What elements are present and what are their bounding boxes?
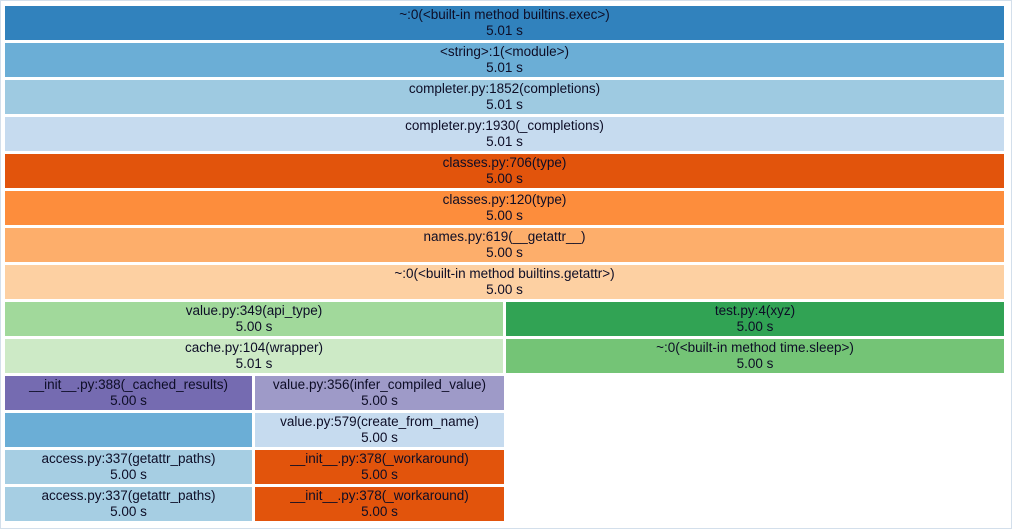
function-label: value.py:356(infer_compiled_value) bbox=[272, 377, 487, 392]
cumulative-time-label: 5.00 s bbox=[361, 504, 398, 519]
flame-block[interactable]: test.py:4(xyz)5.00 s bbox=[506, 302, 1004, 336]
flame-block[interactable]: cache.py:104(wrapper)5.01 s bbox=[5, 339, 503, 373]
flame-block[interactable]: __init__.py:378(_workaround)5.00 s bbox=[255, 450, 504, 484]
cumulative-time-label: 5.00 s bbox=[736, 319, 774, 334]
function-label: value.py:579(create_from_name) bbox=[280, 414, 479, 429]
function-label: access.py:337(getattr_paths) bbox=[41, 488, 216, 503]
flame-block[interactable]: value.py:579(create_from_name)5.00 s bbox=[255, 413, 504, 447]
cumulative-time-label: 5.00 s bbox=[361, 430, 398, 445]
cumulative-time-label: 5.00 s bbox=[486, 171, 523, 186]
flame-block[interactable]: value.py:356(infer_compiled_value)5.00 s bbox=[255, 376, 504, 410]
function-label: __init__.py:388(_cached_results) bbox=[29, 377, 228, 392]
flame-block-unlabeled[interactable] bbox=[5, 413, 252, 447]
cumulative-time-label: 5.00 s bbox=[361, 467, 398, 482]
function-label: classes.py:120(type) bbox=[442, 192, 567, 207]
function-label: <string>:1(<module>) bbox=[439, 44, 570, 59]
cumulative-time-label: 5.00 s bbox=[486, 282, 523, 297]
flame-block[interactable]: <string>:1(<module>)5.01 s bbox=[5, 43, 1004, 77]
cumulative-time-label: 5.00 s bbox=[110, 393, 147, 408]
cumulative-time-label: 5.01 s bbox=[486, 97, 523, 112]
function-label: ~:0(<built-in method builtins.exec>) bbox=[399, 7, 610, 22]
cumulative-time-label: 5.00 s bbox=[736, 356, 774, 371]
function-label: test.py:4(xyz) bbox=[714, 303, 796, 318]
function-label: __init__.py:378(_workaround) bbox=[290, 451, 469, 466]
flame-block[interactable]: ~:0(<built-in method builtins.getattr>)5… bbox=[5, 265, 1004, 299]
flame-block[interactable]: ~:0(<built-in method time.sleep>)5.00 s bbox=[506, 339, 1004, 373]
flame-block[interactable]: value.py:349(api_type)5.00 s bbox=[5, 302, 503, 336]
flame-block[interactable]: classes.py:120(type)5.00 s bbox=[5, 191, 1004, 225]
flame-block[interactable]: completer.py:1852(completions)5.01 s bbox=[5, 80, 1004, 114]
cumulative-time-label: 5.00 s bbox=[361, 393, 398, 408]
function-label: __init__.py:378(_workaround) bbox=[290, 488, 469, 503]
flame-block[interactable]: access.py:337(getattr_paths)5.00 s bbox=[5, 487, 252, 521]
function-label: cache.py:104(wrapper) bbox=[184, 340, 324, 355]
function-label: ~:0(<built-in method builtins.getattr>) bbox=[394, 266, 615, 281]
function-label: ~:0(<built-in method time.sleep>) bbox=[656, 340, 854, 355]
function-label: access.py:337(getattr_paths) bbox=[41, 451, 216, 466]
cumulative-time-label: 5.01 s bbox=[486, 60, 523, 75]
flame-block[interactable]: __init__.py:378(_workaround)5.00 s bbox=[255, 487, 504, 521]
function-label: completer.py:1852(completions) bbox=[408, 81, 601, 96]
cumulative-time-label: 5.01 s bbox=[486, 23, 523, 38]
flame-block[interactable]: __init__.py:388(_cached_results)5.00 s bbox=[5, 376, 252, 410]
function-label: names.py:619(__getattr__) bbox=[423, 229, 586, 244]
cumulative-time-label: 5.00 s bbox=[235, 319, 273, 334]
cumulative-time-label: 5.01 s bbox=[235, 356, 273, 371]
flame-block[interactable]: access.py:337(getattr_paths)5.00 s bbox=[5, 450, 252, 484]
cumulative-time-label: 5.00 s bbox=[486, 208, 523, 223]
flame-block[interactable]: completer.py:1930(_completions)5.01 s bbox=[5, 117, 1004, 151]
flame-block[interactable]: ~:0(<built-in method builtins.exec>)5.01… bbox=[5, 6, 1004, 40]
cumulative-time-label: 5.00 s bbox=[110, 504, 147, 519]
cumulative-time-label: 5.00 s bbox=[110, 467, 147, 482]
function-label: completer.py:1930(_completions) bbox=[405, 118, 604, 133]
cumulative-time-label: 5.00 s bbox=[486, 245, 523, 260]
flame-block[interactable]: classes.py:706(type)5.00 s bbox=[5, 154, 1004, 188]
function-label: classes.py:706(type) bbox=[442, 155, 567, 170]
cumulative-time-label: 5.01 s bbox=[486, 134, 523, 149]
function-label: value.py:349(api_type) bbox=[185, 303, 323, 318]
flame-block[interactable]: names.py:619(__getattr__)5.00 s bbox=[5, 228, 1004, 262]
